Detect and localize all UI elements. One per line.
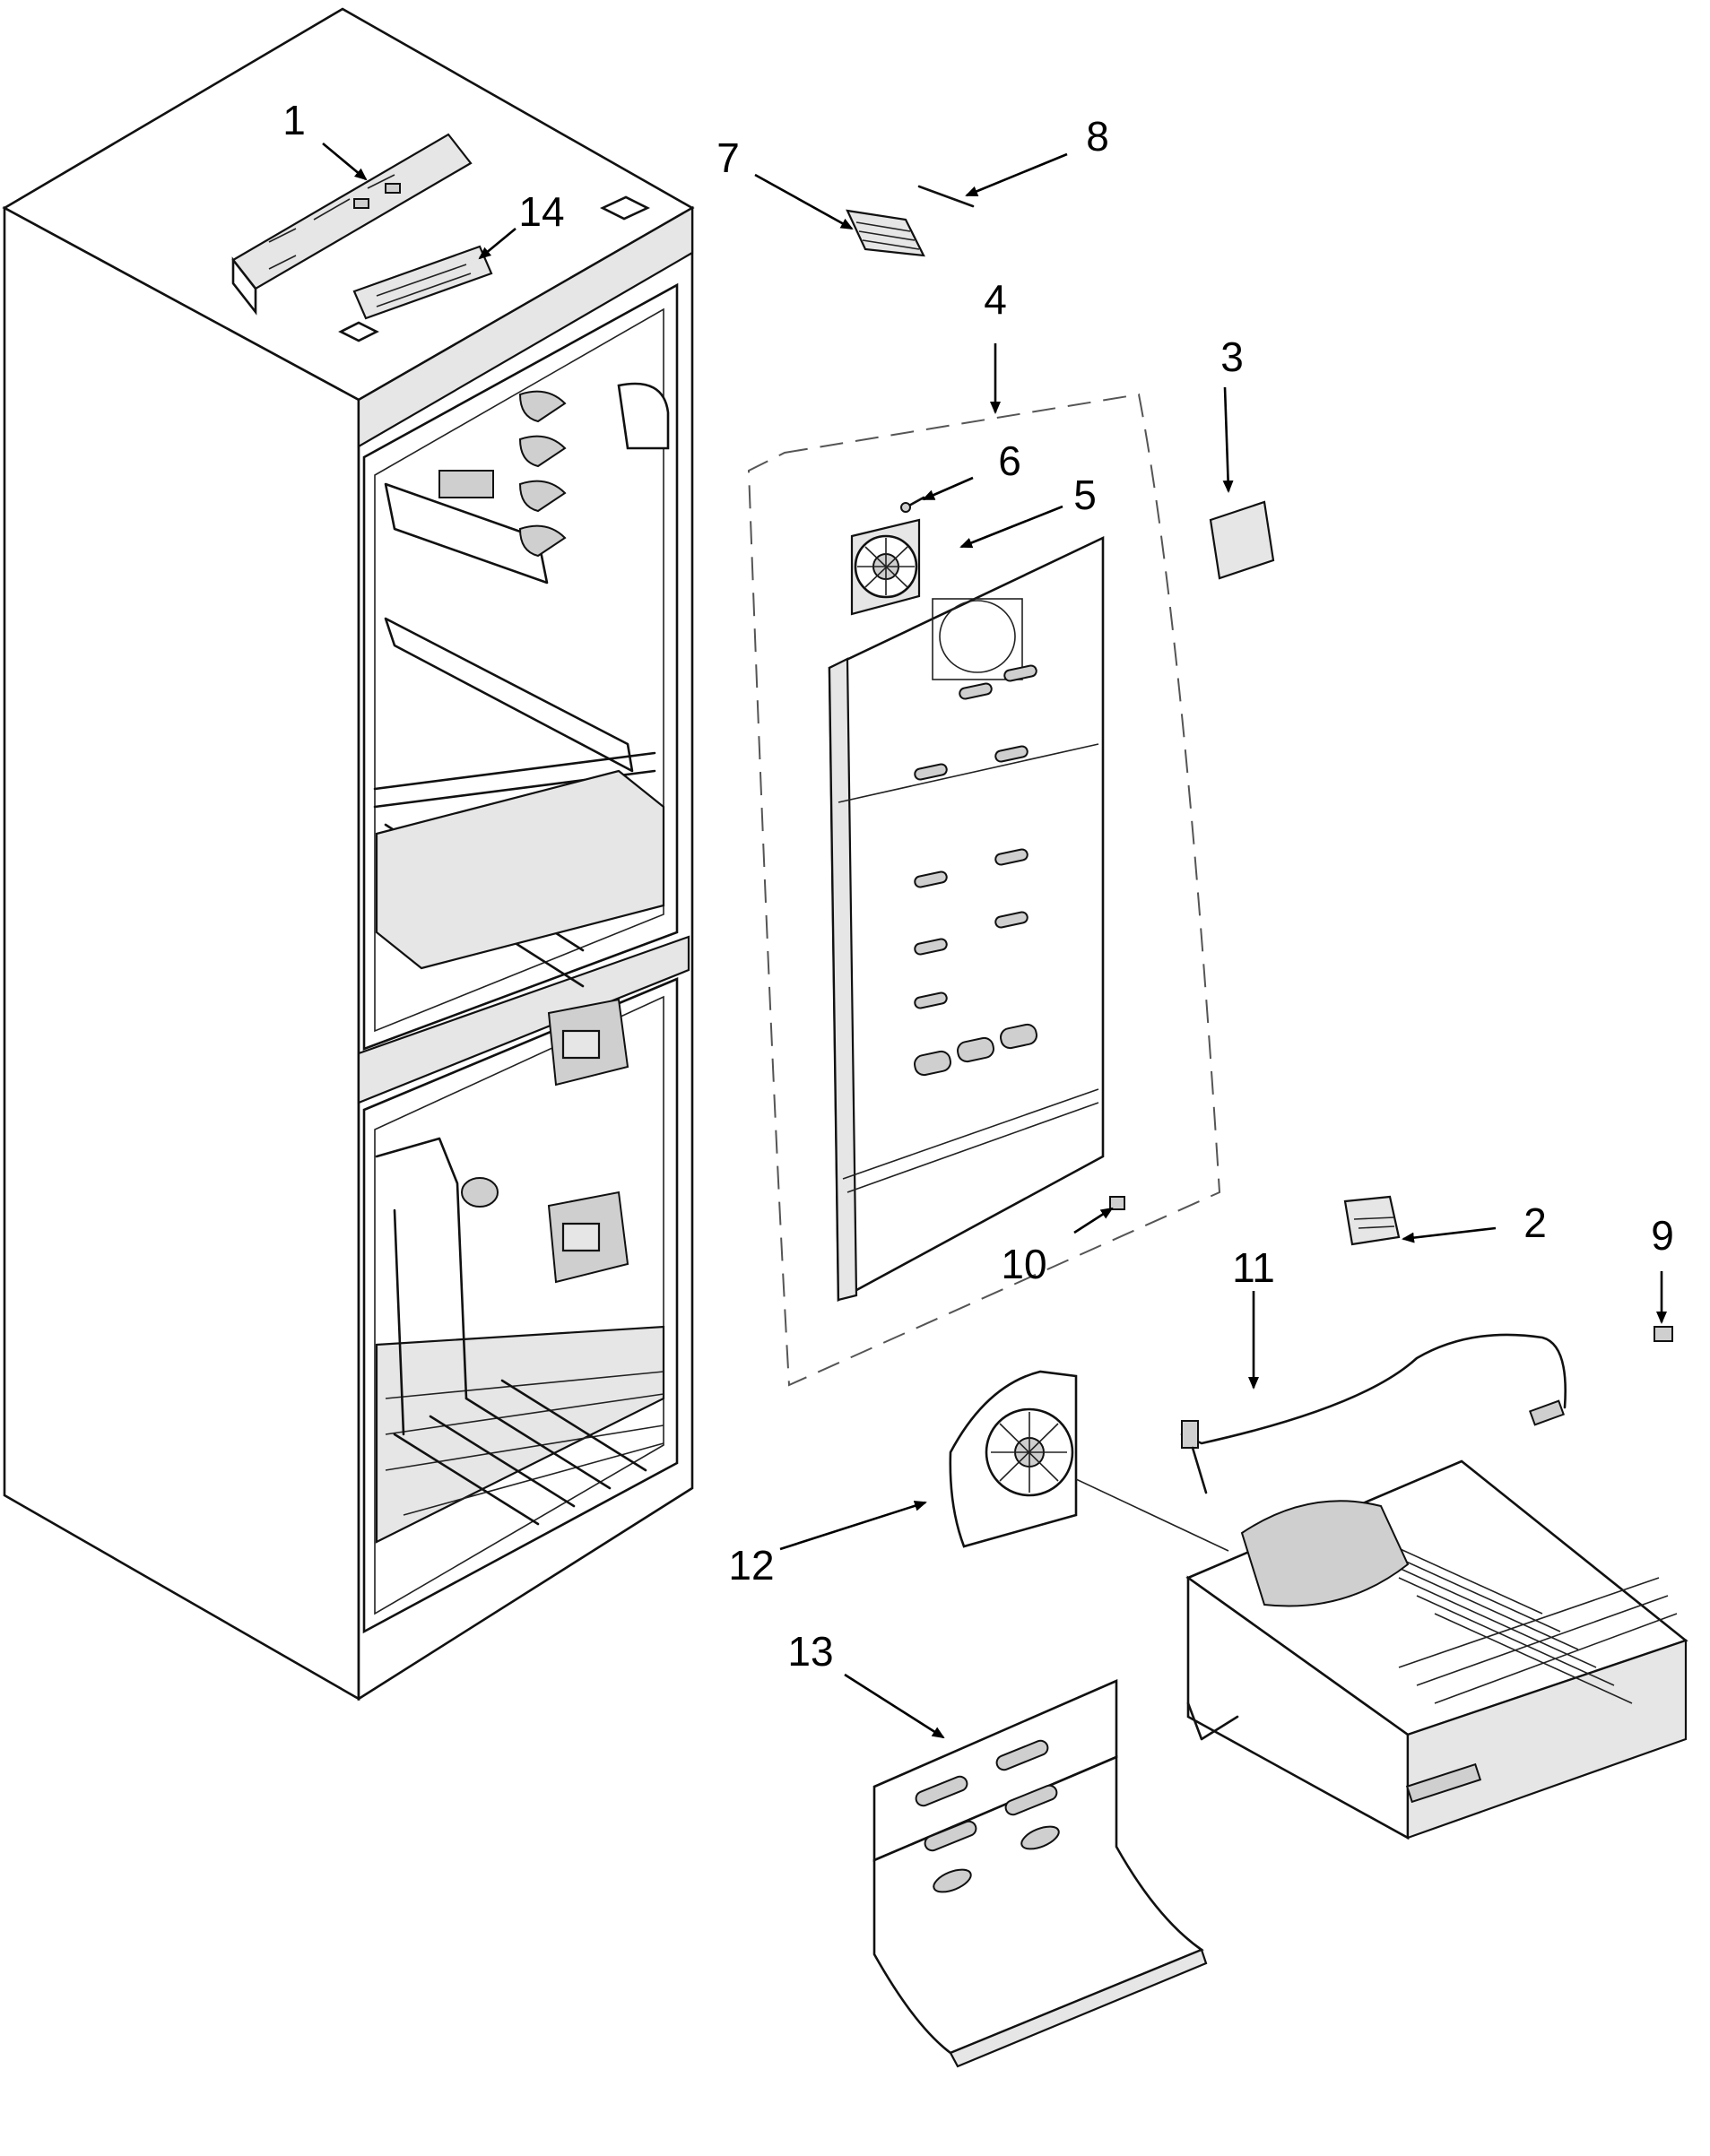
part-1-control-panel [231,133,473,316]
part-label-9: 9 [1651,1212,1674,1259]
part-11-sensor-wire [1180,1333,1567,1494]
part-label-7: 7 [716,134,740,181]
part-10-clip [1109,1196,1125,1210]
part-13-drain-trough [872,1679,1208,2068]
arrow-part-12 [779,1500,927,1551]
part-label-6: 6 [998,437,1021,484]
part-label-3: 3 [1220,333,1244,380]
part-label-8: 8 [1086,113,1109,160]
arrow-part-7 [754,173,854,230]
part-6-screw [900,496,925,513]
arrow-part-14 [478,227,516,260]
part-label-10: 10 [1001,1241,1047,1287]
part-8-rod [917,185,975,208]
part-label-11: 11 [1232,1244,1275,1291]
part-label-12: 12 [728,1542,775,1589]
part-12-fan-housing [949,1370,1229,1552]
part-label-4: 4 [984,276,1007,323]
part-label-13: 13 [787,1628,834,1675]
arrow-part-3 [1222,386,1234,493]
arrow-part-8 [965,152,1068,197]
arrow-part-6 [922,476,974,501]
refrigerator-cabinet [2,7,695,1701]
part-5-fan [850,518,921,616]
part-4-rear-panel-assembly [747,393,1221,1387]
callout-arrows [322,143,1667,1739]
part-7-grille [846,209,925,257]
part-label-5: 5 [1073,472,1097,518]
part-3-cover [1209,500,1275,580]
arrow-part-10 [1073,1207,1114,1234]
part-9-clip [1654,1326,1673,1342]
part-label-2: 2 [1523,1199,1547,1246]
arrow-part-5 [959,505,1063,549]
part-label-1: 1 [282,97,306,143]
arrow-part-13 [844,1673,945,1739]
part-14-light-housing [352,245,493,320]
part-2-bracket [1343,1195,1401,1246]
arrow-part-2 [1402,1226,1497,1243]
evaporator-assembly [1185,1459,1688,1840]
part-label-14: 14 [518,188,565,235]
arrow-part-1 [322,143,368,181]
